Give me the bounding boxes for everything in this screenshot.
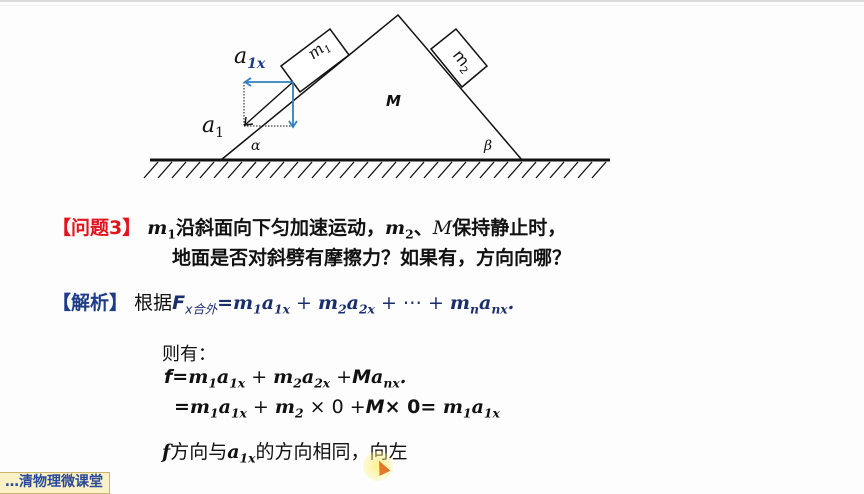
- m: m: [189, 396, 211, 418]
- a1-vector-arrow: [244, 81, 294, 126]
- a1-subscript: 1: [215, 124, 225, 141]
- a: a: [261, 292, 274, 314]
- s: 1x: [274, 301, 290, 317]
- incline-diagram: [143, 13, 610, 179]
- question-tag: 【问题3】: [52, 217, 142, 239]
- m: m: [442, 396, 463, 418]
- s: 2x: [314, 375, 331, 391]
- s: 1x: [229, 375, 246, 391]
- s: 1: [210, 405, 219, 421]
- f-var: f: [162, 441, 171, 463]
- a: a: [301, 366, 315, 388]
- block-m2: [429, 27, 489, 89]
- s: 2: [338, 301, 347, 317]
- label-M: M: [386, 92, 401, 110]
- wedge-outline: [220, 13, 523, 161]
- analysis-formula: =m1a1x + m2a2x + ⋯ + mnanx.: [217, 292, 515, 317]
- m1-letter: m: [147, 217, 168, 239]
- s: 2x: [358, 301, 375, 317]
- m2-letter: m: [385, 217, 406, 239]
- m: m: [188, 366, 209, 388]
- period: .: [399, 366, 407, 388]
- s: 2: [295, 405, 304, 421]
- m: m: [449, 292, 471, 314]
- s: nx: [383, 375, 400, 391]
- vector-guide-lines: [243, 82, 293, 127]
- s: 2: [293, 375, 302, 391]
- s: 1: [208, 375, 217, 391]
- M-var: M: [432, 217, 453, 239]
- a1x-symbol: a: [234, 44, 248, 69]
- F-var: Fx合外: [172, 292, 218, 317]
- period: .: [507, 292, 515, 314]
- times-zero: × 0 +: [303, 396, 366, 418]
- eq: =: [174, 396, 190, 418]
- a1x-subscript: 1x: [247, 55, 266, 72]
- cursor-highlight: [363, 451, 393, 481]
- top-border: [0, 0, 864, 2]
- label-a1x: a1x: [234, 44, 265, 72]
- conclusion-text-1: 方向与: [170, 441, 228, 463]
- question-text-2: 保持静止时，: [452, 217, 567, 239]
- F-letter: F: [172, 292, 186, 314]
- a: a: [216, 366, 230, 388]
- plus: +: [289, 292, 318, 314]
- s: 1x: [483, 405, 500, 421]
- analysis-lead: 根据: [134, 292, 173, 314]
- plus: +: [245, 366, 274, 388]
- plus: +: [246, 396, 275, 418]
- then-label: 则有：: [162, 344, 216, 365]
- s: n: [470, 301, 480, 317]
- m: m: [317, 292, 339, 314]
- eq: =: [217, 292, 233, 314]
- f: f: [164, 366, 173, 388]
- a: a: [471, 396, 484, 418]
- m1-sub: 1: [167, 226, 176, 242]
- ground-hatching: [143, 161, 607, 179]
- m1-var: m1: [147, 217, 176, 242]
- a: a: [371, 366, 384, 388]
- s: 1: [462, 405, 472, 421]
- channel-watermark: …清物理微课堂: [0, 472, 110, 494]
- m: m: [273, 366, 294, 388]
- M: M: [352, 366, 372, 388]
- equation-1: f=m1a1x + m2a2x +Manx.: [164, 366, 406, 390]
- times-zero-eq: × 0=: [384, 396, 443, 418]
- m2-var: m2: [385, 217, 414, 242]
- m2-sub: 2: [405, 226, 414, 242]
- a1-symbol: a: [202, 113, 216, 138]
- F-sub: x合外: [185, 302, 218, 317]
- M: M: [365, 396, 385, 418]
- question-sep: 、: [413, 217, 433, 239]
- s: 1x: [239, 450, 256, 466]
- s: 1: [253, 301, 262, 317]
- analysis-tag: 【解析】: [52, 292, 129, 314]
- a: a: [346, 292, 359, 314]
- question-line-1: 【问题3】 m1沿斜面向下匀加速运动，m2、M保持静止时，: [52, 213, 566, 241]
- a: a: [227, 441, 240, 463]
- plus: + ⋯ +: [374, 292, 450, 314]
- analysis-line: 【解析】 根据Fx合外=m1a1x + m2a2x + ⋯ + mnanx.: [52, 288, 514, 317]
- label-alpha: α: [251, 138, 261, 154]
- a1x-vector-arrow: [243, 77, 293, 87]
- a1y-vector-arrow: [288, 82, 298, 129]
- a: a: [479, 292, 492, 314]
- top-border-inner: [0, 5, 864, 6]
- a1x-var: a1x: [227, 441, 256, 466]
- m: m: [274, 396, 295, 418]
- a: a: [218, 396, 231, 418]
- equation-2: =m1a1x + m2 × 0 +M× 0= m1a1x: [174, 396, 500, 420]
- question-text-1: 沿斜面向下匀加速运动，: [175, 217, 385, 239]
- label-a1: a1: [202, 113, 224, 141]
- label-beta: β: [484, 138, 493, 154]
- m: m: [232, 292, 254, 314]
- s: nx: [491, 301, 508, 317]
- s: 1x: [230, 405, 247, 421]
- eq: =: [172, 366, 189, 388]
- plus: +: [330, 366, 353, 388]
- question-line-2: 地面是否对斜劈有摩擦力？如果有，方向向哪？: [172, 247, 572, 269]
